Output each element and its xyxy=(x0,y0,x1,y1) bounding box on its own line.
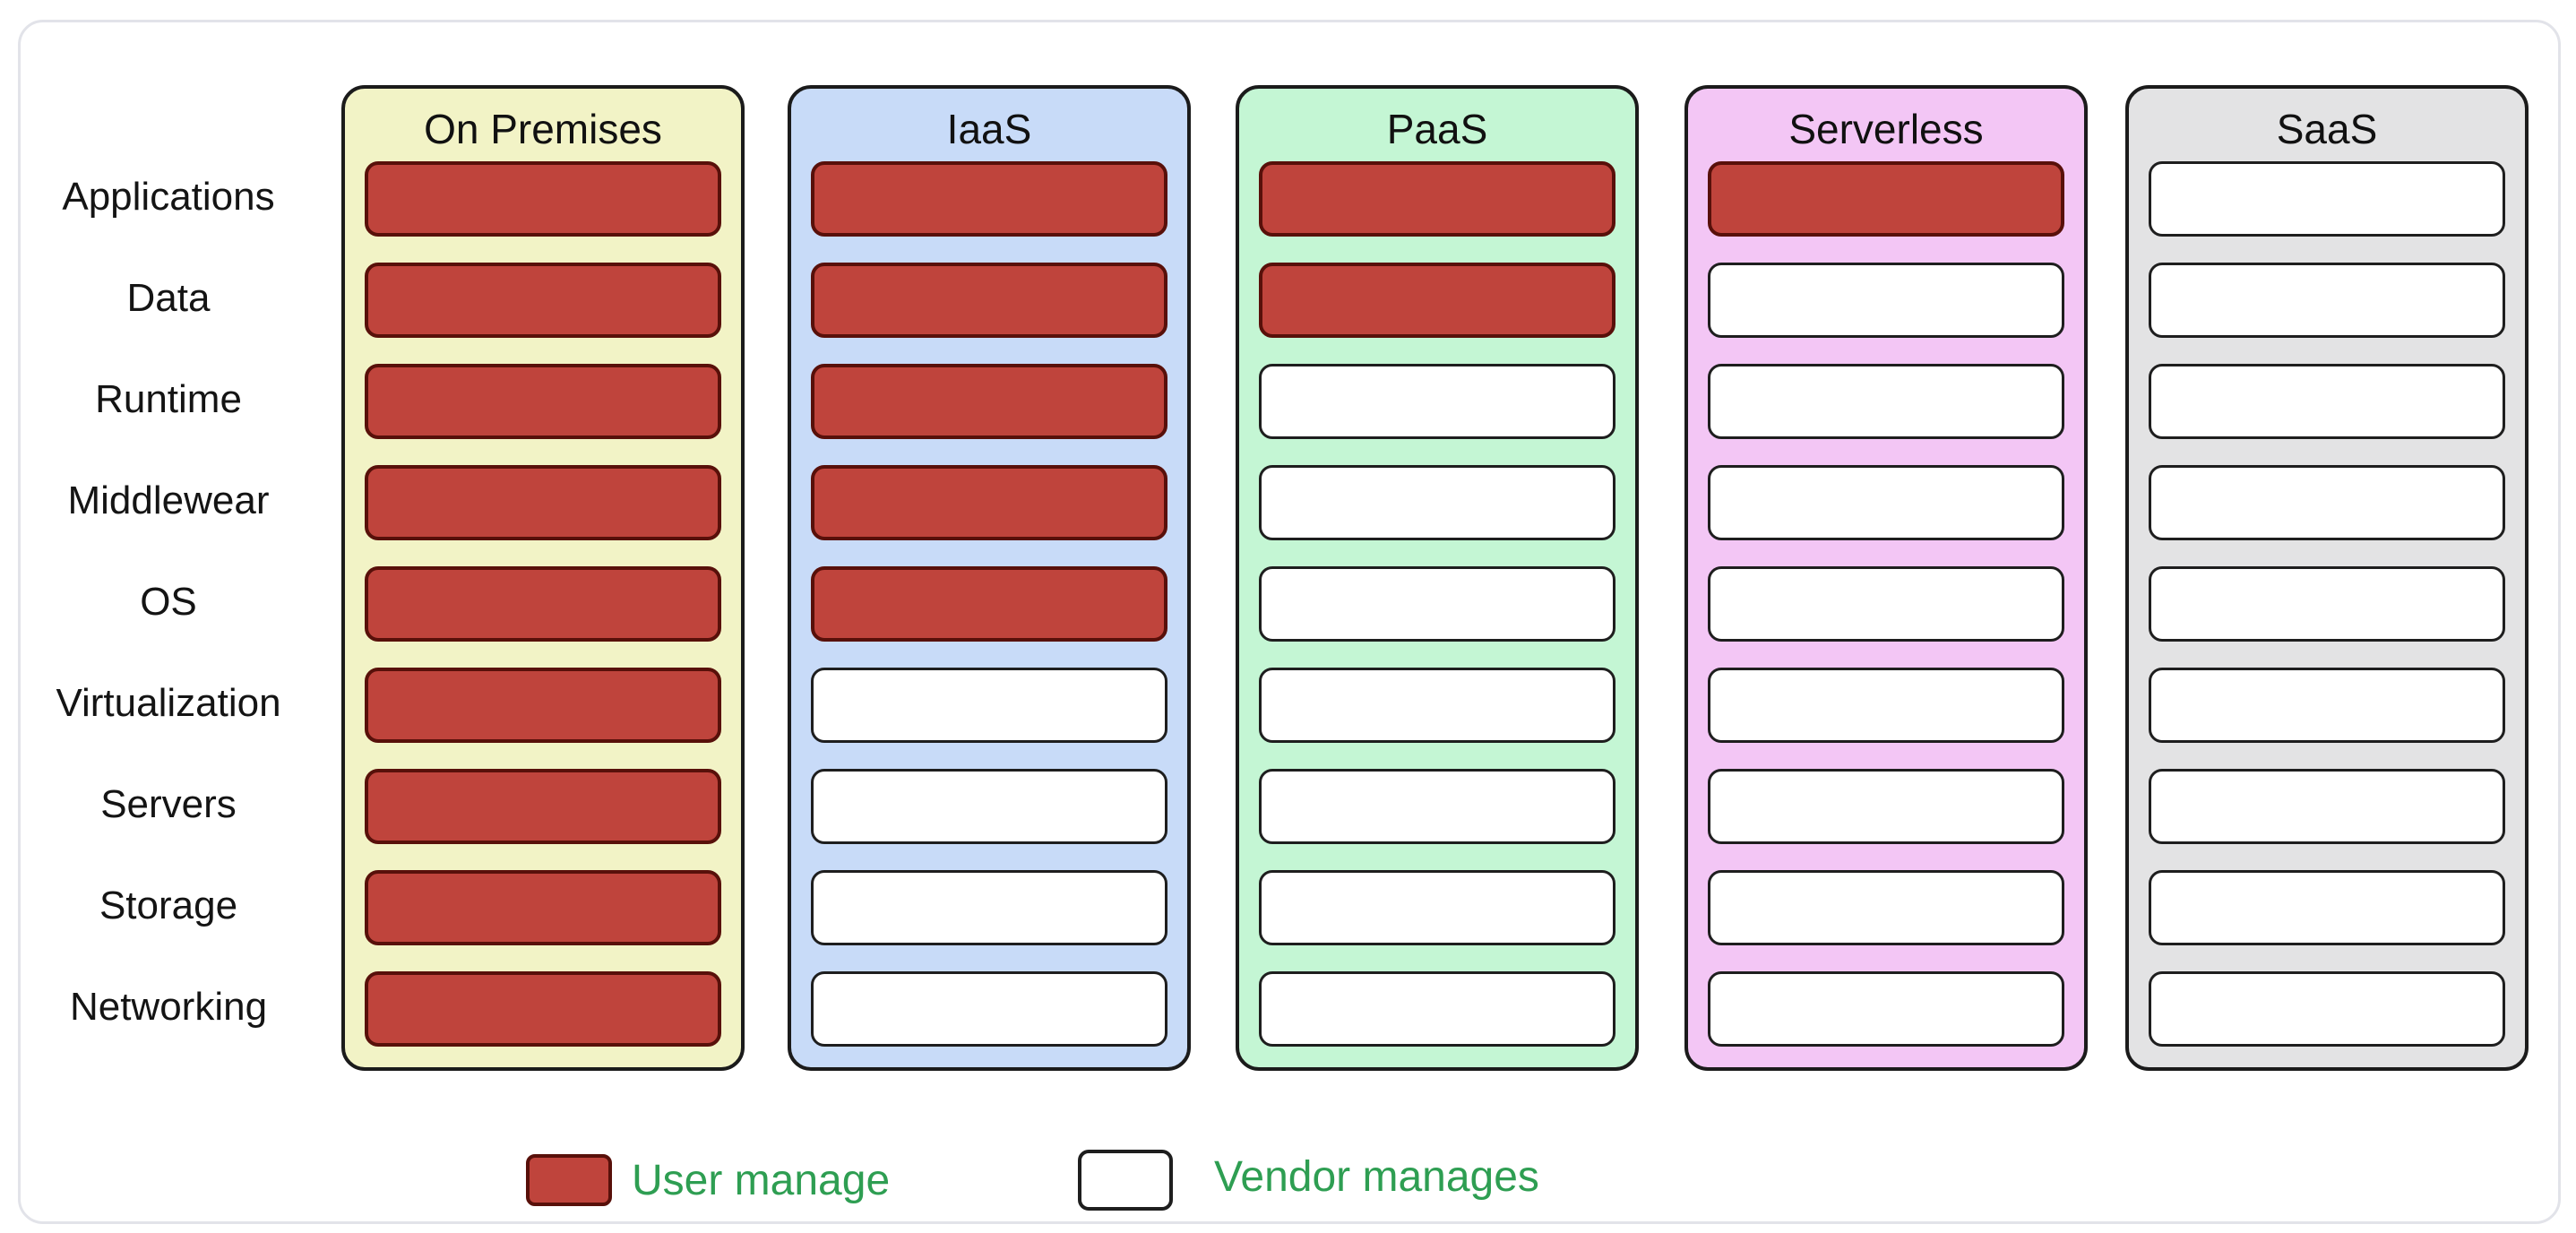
column-title-saas: SaaS xyxy=(2276,106,2378,152)
row-label-data: Data xyxy=(126,276,211,320)
cell-paas-data-user-managed xyxy=(1259,263,1615,338)
cell-iaas-storage-vendor-managed xyxy=(811,870,1167,945)
cell-serverless-applications-user-managed xyxy=(1708,161,2064,237)
cell-on-premises-virtualization-user-managed xyxy=(365,668,721,743)
row-label-storage: Storage xyxy=(99,884,238,927)
column-paas: PaaS xyxy=(1236,85,1639,1071)
column-title-serverless: Serverless xyxy=(1788,106,1984,152)
column-title-iaas: IaaS xyxy=(946,106,1032,152)
cell-iaas-servers-vendor-managed xyxy=(811,769,1167,844)
legend-vendor-label: Vendor manages xyxy=(1214,1153,1539,1201)
cell-saas-networking-vendor-managed xyxy=(2149,971,2505,1047)
cell-iaas-os-user-managed xyxy=(811,566,1167,642)
column-cells-paas xyxy=(1259,161,1615,1047)
cell-saas-servers-vendor-managed xyxy=(2149,769,2505,844)
cell-serverless-data-vendor-managed xyxy=(1708,263,2064,338)
cell-iaas-virtualization-vendor-managed xyxy=(811,668,1167,743)
cell-paas-middlewear-vendor-managed xyxy=(1259,465,1615,540)
cell-serverless-servers-vendor-managed xyxy=(1708,769,2064,844)
cell-saas-storage-vendor-managed xyxy=(2149,870,2505,945)
cell-paas-storage-vendor-managed xyxy=(1259,870,1615,945)
cell-iaas-networking-vendor-managed xyxy=(811,971,1167,1047)
cell-serverless-runtime-vendor-managed xyxy=(1708,364,2064,439)
cell-saas-runtime-vendor-managed xyxy=(2149,364,2505,439)
cell-on-premises-middlewear-user-managed xyxy=(365,465,721,540)
column-on-premises: On Premises xyxy=(341,85,745,1071)
legend-user-label: User manage xyxy=(632,1157,891,1204)
cell-on-premises-servers-user-managed xyxy=(365,769,721,844)
column-cells-on-premises xyxy=(365,161,721,1047)
cell-saas-data-vendor-managed xyxy=(2149,263,2505,338)
cell-serverless-storage-vendor-managed xyxy=(1708,870,2064,945)
cell-paas-runtime-vendor-managed xyxy=(1259,364,1615,439)
legend-vendor-swatch xyxy=(1078,1150,1173,1211)
row-label-runtime: Runtime xyxy=(95,377,242,421)
row-label-networking: Networking xyxy=(69,985,268,1029)
cell-on-premises-data-user-managed xyxy=(365,263,721,338)
cell-serverless-middlewear-vendor-managed xyxy=(1708,465,2064,540)
cell-on-premises-runtime-user-managed xyxy=(365,364,721,439)
cell-paas-applications-user-managed xyxy=(1259,161,1615,237)
column-serverless: Serverless xyxy=(1684,85,2088,1071)
cell-paas-networking-vendor-managed xyxy=(1259,971,1615,1047)
column-saas: SaaS xyxy=(2125,85,2529,1071)
cell-iaas-runtime-user-managed xyxy=(811,364,1167,439)
cell-on-premises-applications-user-managed xyxy=(365,161,721,237)
row-label-virtualization: Virtualization xyxy=(56,681,281,725)
cell-saas-virtualization-vendor-managed xyxy=(2149,668,2505,743)
cell-on-premises-storage-user-managed xyxy=(365,870,721,945)
cell-iaas-data-user-managed xyxy=(811,263,1167,338)
row-label-middlewear: Middlewear xyxy=(67,479,270,522)
cell-saas-applications-vendor-managed xyxy=(2149,161,2505,237)
column-iaas: IaaS xyxy=(788,85,1191,1071)
column-cells-serverless xyxy=(1708,161,2064,1047)
cell-on-premises-networking-user-managed xyxy=(365,971,721,1047)
cell-saas-middlewear-vendor-managed xyxy=(2149,465,2505,540)
cell-paas-servers-vendor-managed xyxy=(1259,769,1615,844)
cell-iaas-applications-user-managed xyxy=(811,161,1167,237)
cell-serverless-networking-vendor-managed xyxy=(1708,971,2064,1047)
cell-serverless-os-vendor-managed xyxy=(1708,566,2064,642)
cell-iaas-middlewear-user-managed xyxy=(811,465,1167,540)
cell-saas-os-vendor-managed xyxy=(2149,566,2505,642)
row-label-applications: Applications xyxy=(62,175,275,219)
column-cells-saas xyxy=(2149,161,2505,1047)
cell-paas-os-vendor-managed xyxy=(1259,566,1615,642)
cell-serverless-virtualization-vendor-managed xyxy=(1708,668,2064,743)
cell-paas-virtualization-vendor-managed xyxy=(1259,668,1615,743)
row-label-servers: Servers xyxy=(100,782,237,826)
column-title-paas: PaaS xyxy=(1386,106,1488,152)
legend-user-swatch xyxy=(526,1154,612,1206)
column-cells-iaas xyxy=(811,161,1167,1047)
cell-on-premises-os-user-managed xyxy=(365,566,721,642)
row-label-os: OS xyxy=(140,580,197,624)
column-title-on-premises: On Premises xyxy=(424,106,662,152)
